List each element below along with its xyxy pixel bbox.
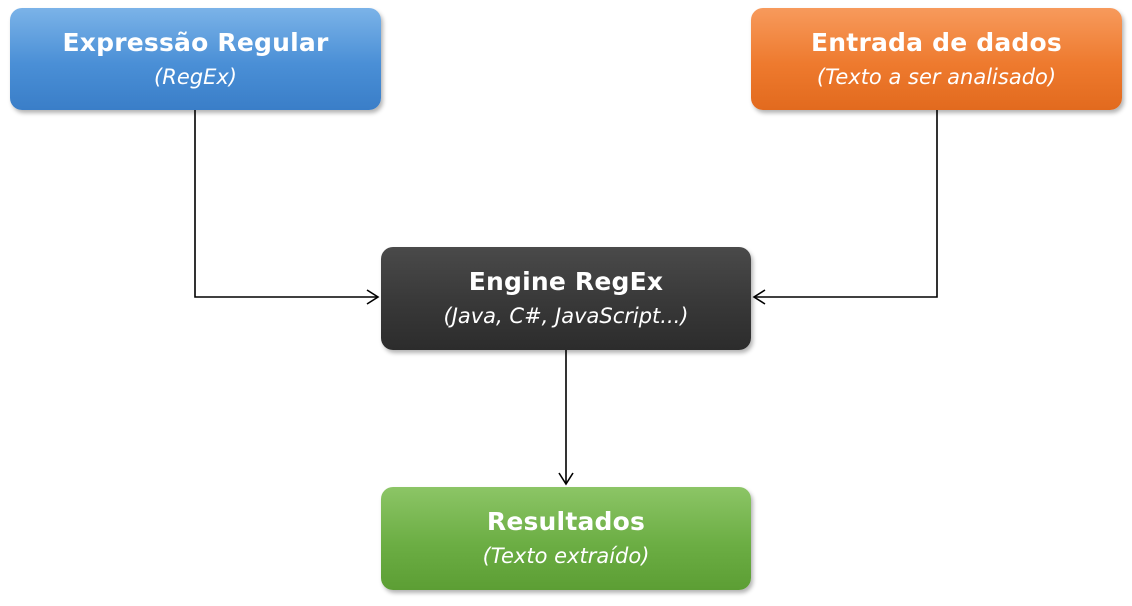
regex-node-subtitle: (RegEx) [154,64,237,89]
regex-engine-node-title: Engine RegEx [468,267,664,296]
regex-engine-node-subtitle: (Java, C#, JavaScript...) [443,304,689,328]
connector-input-to-engine [755,110,938,298]
connector-regex-to-engine [194,110,377,298]
input-data-node-subtitle: (Texto a ser analisado) [816,64,1057,89]
arrowhead-input-to-engine [752,289,766,305]
regex-engine-node: Engine RegEx (Java, C#, JavaScript...) [381,247,751,350]
regex-node-title: Expressão Regular [62,27,329,57]
regex-node: Expressão Regular (RegEx) [10,8,381,110]
input-data-node: Entrada de dados (Texto a ser analisado) [751,8,1122,110]
arrowhead-regex-to-engine [366,289,380,305]
results-node-subtitle: (Texto extraído) [482,544,650,568]
arrowhead-engine-to-results [558,472,574,486]
input-data-node-title: Entrada de dados [811,27,1062,57]
results-node-title: Resultados [486,507,646,536]
results-node: Resultados (Texto extraído) [381,487,751,590]
